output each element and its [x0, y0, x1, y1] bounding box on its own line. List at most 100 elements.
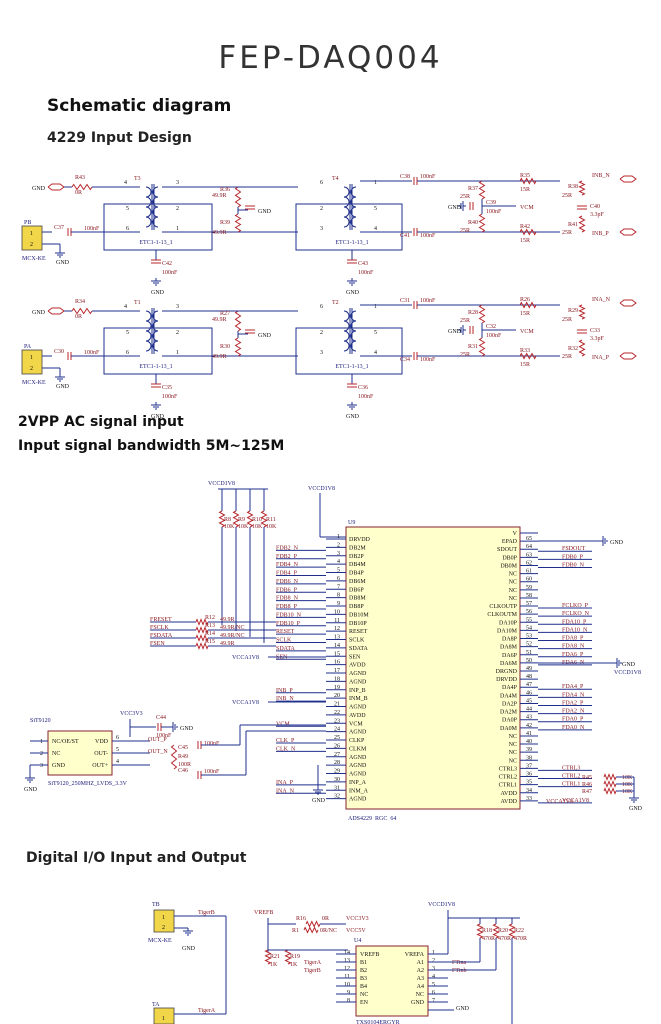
pin-number: 16: [334, 660, 340, 666]
resistor-ref: R29: [568, 308, 578, 314]
pin-name: DA2P: [502, 701, 518, 707]
pin-number: 26: [334, 743, 340, 749]
connector-pin: 2: [30, 366, 33, 372]
pin-number: 19: [334, 685, 340, 691]
supply-label: VCCD1V8: [208, 481, 235, 487]
pin-number: 62: [526, 560, 532, 566]
pin-name: CTRL1: [499, 783, 517, 789]
resistor-value: 10K: [622, 789, 633, 795]
net-label: TigerB: [304, 968, 321, 974]
capacitor-value: 3.3pF: [590, 336, 605, 342]
pin-number: 4: [124, 180, 127, 186]
pin-number: 53: [526, 634, 532, 640]
resistor-ref: R49: [178, 754, 188, 760]
supply-label: VCCD1V8: [308, 486, 335, 492]
mcx-connector: [153, 909, 175, 933]
transformer-ref: T4: [332, 176, 339, 182]
net-label: CLK_P: [276, 738, 295, 744]
termination-resistor: [478, 213, 486, 233]
pin-number: 11: [334, 618, 340, 624]
net-label: FDB0_P: [562, 554, 584, 560]
pin-number: 35: [526, 780, 532, 786]
pin-name: DA6P: [502, 653, 518, 659]
pin-number: 2: [320, 330, 323, 336]
net-label: FTinb: [452, 968, 466, 974]
net-label: INA_N: [276, 788, 295, 794]
oscillator-body: [47, 730, 113, 776]
gnd-resistor: [71, 307, 93, 315]
capacitor-value: 100nF: [420, 174, 436, 180]
capacitor-ref: C46: [178, 768, 188, 774]
note-bandwidth: Input signal bandwidth 5M~125M: [18, 438, 285, 454]
chip-ref: U4: [354, 938, 361, 944]
capacitor-value: 100nF: [162, 270, 178, 276]
net-label: RESET: [276, 629, 295, 635]
resistor-value: 10K: [224, 524, 235, 530]
resistor-value: 0R/NC: [320, 928, 337, 934]
pin-number: 13: [334, 635, 340, 641]
net-label: INB_P: [276, 688, 293, 694]
net-label: FDB4_N: [276, 562, 299, 568]
capacitor-value: 100nF: [358, 270, 374, 276]
net-label: FDA4_N: [562, 692, 585, 698]
resistor-ref: R22: [514, 928, 524, 934]
pin-number: 14: [334, 643, 340, 649]
pull-resistor: [264, 949, 272, 965]
osc-ref: SiT9120: [30, 718, 51, 724]
pin-number: 4: [116, 759, 119, 765]
pin-name: A3: [417, 976, 424, 982]
pin-number: 6: [116, 735, 119, 741]
resistor-value: 0R: [75, 190, 82, 196]
mcx-connector: [153, 1007, 175, 1024]
parallel-resistor: [578, 215, 586, 233]
pin-number: 2: [176, 330, 179, 336]
output-port-flag: [619, 352, 637, 360]
resistor-value: 10K: [622, 782, 633, 788]
pin-name: AGND: [349, 671, 367, 677]
pin-number: 3: [176, 180, 179, 186]
pin-name: DRGND: [496, 669, 518, 675]
output-net-label: INB_P: [592, 231, 609, 237]
pin-number: 4: [432, 974, 435, 980]
net-label: FDB8_N: [276, 596, 299, 602]
pin-name: CLKOUTP: [489, 604, 517, 610]
osc-pin-name: OUT-: [94, 751, 108, 757]
capacitor-ref: C45: [178, 745, 188, 751]
pin-number: 1: [337, 534, 340, 540]
gnd-resistor: [71, 183, 93, 191]
supply-label: VCC3V3: [346, 916, 369, 922]
net-label: FDB4_P: [276, 571, 298, 577]
pin-name: GND: [411, 1000, 425, 1006]
capacitor-ref: C36: [358, 385, 368, 391]
transformer-primary: [343, 310, 350, 352]
pin-number: 3: [337, 551, 340, 557]
net-label: FDB2_N: [276, 545, 299, 551]
gnd-label: GND: [448, 205, 462, 211]
pullup-resistor: [492, 923, 500, 939]
pin-number: 38: [526, 755, 532, 761]
pin-name: INP_A: [349, 780, 367, 786]
pin-name: A4: [417, 984, 424, 990]
resistor-value: 49.9R: [212, 193, 227, 199]
pin-name: AGND: [349, 772, 367, 778]
pin-name: DB4P: [349, 571, 364, 577]
net-label: FSDOUT: [562, 546, 586, 552]
pullup-resistor: [218, 510, 226, 528]
resistor-ref: R15: [205, 639, 215, 645]
mcx-connector: [21, 225, 43, 251]
gnd-label: GND: [622, 662, 636, 668]
net-label: INA_P: [276, 780, 294, 786]
pin-number: 11: [344, 974, 350, 980]
pin-number: 21: [334, 702, 340, 708]
pin-number: 2: [320, 206, 323, 212]
mcx-connector: [21, 349, 43, 375]
resistor-ref: R37: [468, 186, 478, 192]
pin-number: 6: [320, 304, 323, 310]
capacitor-ref: C43: [358, 261, 368, 267]
resistor-ref: R39: [220, 220, 230, 226]
supply-label: VCCA1V8: [232, 655, 259, 661]
supply-label: VCC3V3: [120, 711, 143, 717]
pin-number: 48: [526, 674, 532, 680]
pin-number: 6: [320, 180, 323, 186]
